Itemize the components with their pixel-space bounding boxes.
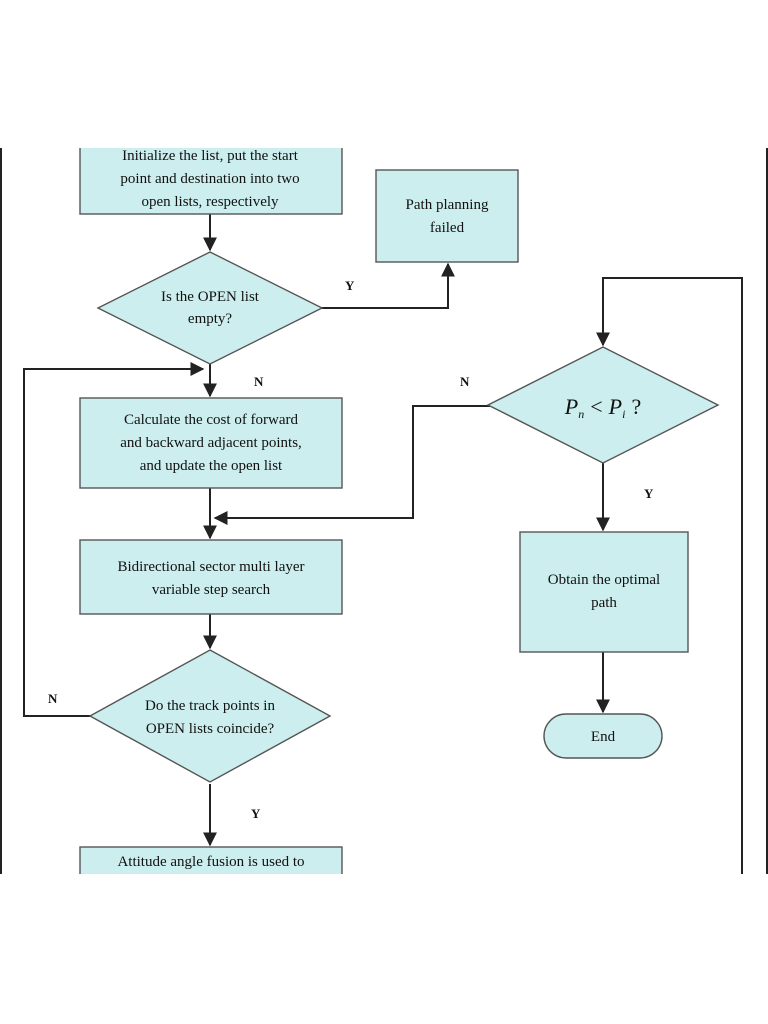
label-empty-no: N — [254, 374, 264, 389]
node-optimal-line-1: Obtain the optimal — [548, 572, 660, 588]
node-coincide-decision: Do the track points in OPEN lists coinci… — [88, 649, 332, 783]
edge-coincide-no-loop — [23, 362, 205, 717]
edge-empty-yes-to-failed — [320, 262, 455, 309]
node-end-terminal: End — [543, 713, 663, 759]
node-fusion-line-1: Attitude angle fusion is used to — [117, 854, 304, 870]
node-init-line-2: point and destination into two — [120, 171, 299, 187]
frame-left-edge — [0, 148, 2, 874]
label-compare-yes: Y — [644, 486, 654, 501]
label-coincide-yes: Y — [251, 806, 261, 821]
node-search-line-2: variable step search — [152, 582, 271, 598]
node-calc-cost: Calculate the cost of forward and backwa… — [79, 397, 343, 489]
label-coincide-no: N — [48, 691, 58, 706]
node-init-line-3: open lists, respectively — [141, 194, 279, 210]
node-open-empty-line-1: Is the OPEN list — [161, 289, 260, 305]
node-calc-line-1: Calculate the cost of forward — [124, 412, 299, 428]
formula-op: < — [590, 394, 602, 419]
node-compare-decision: Pn<Pi? — [486, 346, 720, 464]
node-calc-line-3: and update the open list — [140, 458, 283, 474]
node-path-failed: Path planning failed — [375, 169, 519, 263]
node-coincide-line-1: Do the track points in — [145, 698, 275, 714]
node-optimal-line-2: path — [591, 595, 617, 611]
node-open-empty-decision: Is the OPEN list empty? — [96, 251, 324, 365]
node-open-empty-line-2: empty? — [188, 311, 232, 327]
label-empty-yes: Y — [345, 278, 355, 293]
frame-right-edge — [766, 148, 768, 874]
node-attitude-fusion: Attitude angle fusion is used to — [79, 846, 343, 874]
node-search-line-1: Bidirectional sector multi layer — [117, 559, 304, 575]
formula-right-sub: i — [622, 407, 625, 421]
node-init: Initialize the list, put the start point… — [79, 148, 343, 215]
node-init-line-1: Initialize the list, put the start — [122, 148, 299, 164]
node-calc-line-2: and backward adjacent points, — [120, 435, 302, 451]
edge-compare-no-to-search — [213, 405, 490, 525]
flowchart-frame: Initialize the list, put the start point… — [0, 148, 768, 874]
node-failed-line-1: Path planning — [406, 197, 489, 213]
formula-question: ? — [631, 394, 641, 419]
node-optimal-path: Obtain the optimal path — [519, 531, 689, 653]
formula-left-p: P — [564, 394, 578, 419]
node-failed-line-2: failed — [430, 220, 465, 236]
formula-left-sub: n — [578, 407, 584, 421]
node-coincide-line-2: OPEN lists coincide? — [146, 721, 275, 737]
edge-return-to-compare — [596, 277, 743, 874]
formula-right-p: P — [608, 394, 622, 419]
node-sector-search: Bidirectional sector multi layer variabl… — [79, 539, 343, 615]
node-end-label: End — [591, 729, 616, 745]
node-compare-formula: Pn<Pi? — [564, 394, 641, 421]
label-compare-no: N — [460, 374, 470, 389]
flowchart-diagram: Initialize the list, put the start point… — [23, 148, 743, 874]
